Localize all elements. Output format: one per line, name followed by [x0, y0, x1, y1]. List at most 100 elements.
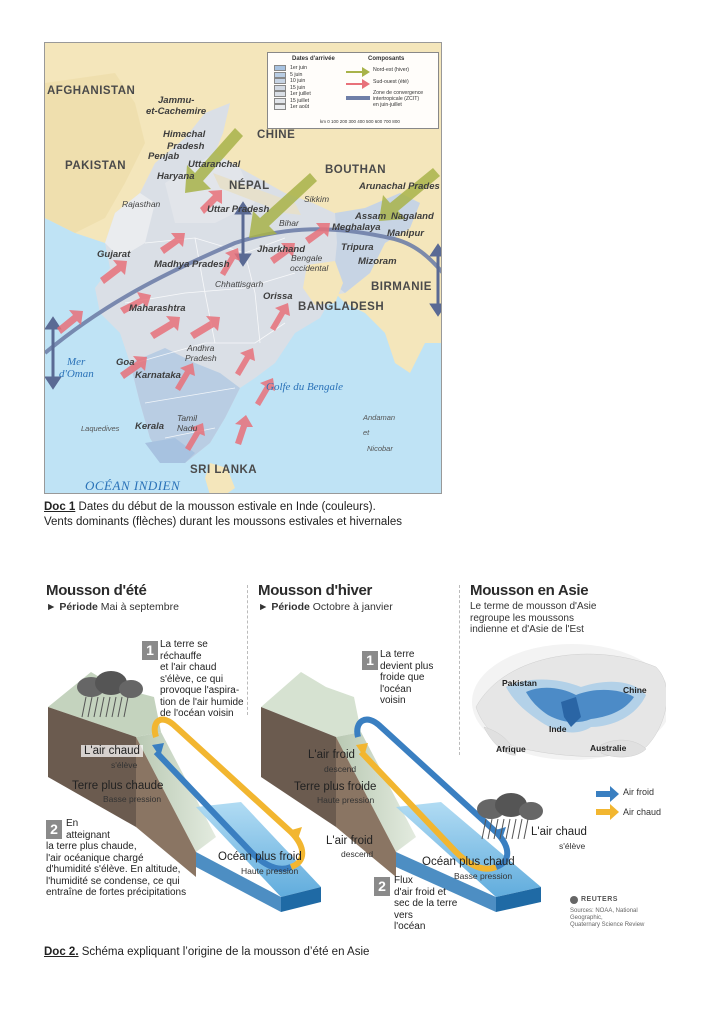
- label-gujarat: Gujarat: [97, 249, 131, 260]
- ete-step1-line: réchauffe: [160, 650, 202, 662]
- sources-text: Sources: NOAA, National Geographic, Quat…: [570, 908, 666, 929]
- ete-step1-line: tion de l'air humide: [160, 696, 244, 708]
- label-andhra: Andhra: [187, 343, 215, 353]
- label-madhya-pradesh: Madhya Pradesh: [154, 259, 230, 270]
- hiver-step2-line: Flux: [394, 875, 413, 886]
- ete-step1-line: et l'air chaud: [160, 662, 217, 673]
- label-mer: Mer: [67, 356, 86, 368]
- hiver-air3-label: L'air chaud: [531, 826, 587, 838]
- ete-step2-line: l'air océanique chargé: [46, 852, 144, 864]
- asie-label-afrique: Afrique: [496, 744, 526, 754]
- ete-land-label: Terre plus chaude: [72, 780, 164, 792]
- hiver-air2-label: L'air froid: [326, 835, 373, 847]
- label-afghanistan: AFGHANISTAN: [47, 85, 136, 97]
- label-andhra-pradesh: Pradesh: [185, 353, 217, 363]
- label-sri-lanka: SRI LANKA: [190, 464, 258, 476]
- ete-ocean-label: Océan plus froid: [218, 851, 302, 863]
- hiver-land-sub: Haute pression: [317, 795, 375, 805]
- legend-sw-arrow-icon: [346, 79, 370, 89]
- legend-date-label: 1er juin: [290, 65, 308, 71]
- hiver-air2-sub: descend: [341, 849, 374, 859]
- infographic-graphic: [48, 644, 666, 912]
- legend-date-swatch: [274, 97, 286, 104]
- label-bangladesh: BANGLADESH: [298, 301, 385, 313]
- label-nepal: NÉPAL: [229, 180, 270, 192]
- arrival-band-latest: [105, 193, 155, 258]
- legend-ne-arrow-icon: [346, 67, 370, 77]
- sources-line-1: Sources: NOAA, National Geographic,: [570, 908, 638, 921]
- hiver-step2-line: d'air froid et: [394, 886, 446, 898]
- ete-step2-line: entraîne de fortes précipitations: [46, 887, 187, 898]
- divider-1: [247, 585, 248, 715]
- label-nagaland: Nagaland: [391, 211, 434, 222]
- label-maharashtra: Maharashtra: [129, 303, 186, 314]
- india-monsoon-map: AFGHANISTAN PAKISTAN CHINE NÉPAL BOUTHAN…: [44, 42, 442, 494]
- legend-date-swatch: [274, 78, 286, 84]
- hiver-step1-number: 1: [362, 651, 378, 670]
- label-jharkhand: Jharkhand: [257, 244, 306, 255]
- label-oman: d'Oman: [59, 368, 94, 380]
- legend-date-label: 15 juin: [290, 84, 306, 91]
- label-arunachal: Arunachal Prades: [359, 181, 440, 192]
- ete-air-label-box: L'air chaud: [81, 745, 143, 757]
- hiver-cold-flow: [354, 716, 511, 870]
- ete-step2-line: atteignant: [66, 829, 110, 841]
- divider-2: [459, 585, 460, 755]
- hiver-ocean-label: Océan plus chaud: [422, 856, 515, 868]
- hiver-step1-line: froide que: [380, 672, 425, 683]
- ete-diagram: [48, 671, 321, 912]
- asie-label-inde: Inde: [549, 724, 567, 734]
- hiver-period-label: Période: [271, 601, 310, 613]
- asie-text-line: regroupe les moussons: [470, 612, 574, 624]
- hiver-step1-line: l'océan: [380, 683, 412, 695]
- asie-text-line: indienne et d'Asie de l'Est: [470, 624, 584, 635]
- legend-components-title: Composants: [368, 56, 405, 62]
- key-warm-arrow-icon: [596, 804, 619, 820]
- hiver-step1-line: devient plus: [380, 660, 434, 672]
- ete-step2-number: 2: [46, 820, 62, 839]
- label-penjab: Penjab: [148, 151, 180, 162]
- label-bouthan: BOUTHAN: [325, 164, 386, 176]
- label-haryana: Haryana: [157, 171, 195, 182]
- asie-label-chine: Chine: [623, 685, 647, 695]
- asie-title: Mousson en Asie: [470, 582, 589, 599]
- hiver-land-label: Terre plus froide: [294, 781, 377, 793]
- label-pakistan: PAKISTAN: [65, 160, 127, 172]
- label-ocean-indien: OCÉAN INDIEN: [85, 478, 181, 493]
- label-meghalaya: Meghalaya: [332, 222, 381, 233]
- doc1-caption: Doc 1 Dates du début de la mousson estiv…: [44, 500, 402, 530]
- hiver-step2-number: 2: [374, 877, 390, 896]
- label-sikkim: Sikkim: [304, 194, 330, 204]
- reuters-label: REUTERS: [581, 896, 618, 903]
- ete-warm-flow: [151, 716, 306, 870]
- legend-date-swatch: [274, 104, 286, 110]
- winter-wind-arrows: [185, 128, 440, 238]
- doc2-label: Doc 2.: [44, 946, 79, 958]
- legend-date-swatch: [274, 71, 286, 78]
- label-chhattisgarh: Chhattisgarh: [215, 279, 264, 289]
- hiver-air-label: L'air froid: [308, 749, 355, 761]
- arrival-band-first: [145, 438, 195, 463]
- reuters-logo-icon: [570, 896, 578, 904]
- ete-period: ► Période Mai à septembre: [46, 601, 179, 613]
- label-nicobar: Nicobar: [367, 444, 393, 453]
- label-et: et: [363, 428, 370, 437]
- label-himachal-pradesh: Pradesh: [167, 141, 205, 152]
- hiver-period: ► Période Octobre à janvier: [258, 601, 393, 613]
- legend-date-label: 5 juin: [290, 71, 303, 78]
- legend-date-label: 10 juin: [290, 78, 306, 84]
- legend-scale: km 0 100 200 300 400 500 600 700 800: [320, 119, 400, 124]
- hiver-title: Mousson d'hiver: [258, 582, 373, 599]
- label-mizoram: Mizoram: [358, 256, 397, 267]
- ete-cloud-icon: [77, 671, 143, 718]
- label-golfe-bengale: Golfe du Bengale: [266, 381, 343, 393]
- hiver-air-sub: descend: [324, 764, 357, 774]
- label-chine: CHINE: [257, 129, 296, 141]
- label-rajasthan: Rajasthan: [122, 199, 161, 209]
- asie-text-line: Le terme de mousson d'Asie: [470, 601, 597, 612]
- hiver-step1-line: La terre: [380, 649, 415, 660]
